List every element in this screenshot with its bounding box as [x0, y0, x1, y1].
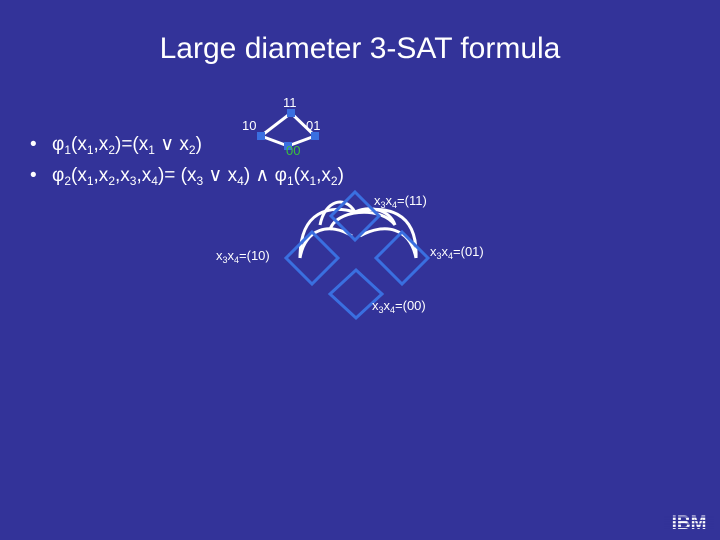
- formula-subscript: 3: [196, 174, 204, 188]
- formula-text: ,x: [115, 165, 130, 186]
- formula-text: )=(x: [115, 134, 149, 155]
- formula-text: ,x: [316, 165, 331, 186]
- formula-subscript: 1: [86, 143, 94, 157]
- formula-subscript: 1: [309, 174, 317, 188]
- formula-text: φ: [52, 134, 65, 155]
- arc-edge: [318, 200, 357, 226]
- arc-edge: [298, 227, 353, 259]
- formula-text: (x: [71, 134, 87, 155]
- graph-edges: [260, 111, 418, 259]
- formula-subscript: 1: [148, 143, 155, 157]
- formula-text: ): [195, 134, 202, 155]
- formula-text: ): [337, 165, 344, 186]
- formula-text: (x: [293, 165, 310, 186]
- formula-subscript: 1: [64, 143, 72, 157]
- slide-title: Large diameter 3-SAT formula: [159, 32, 561, 65]
- formula-subscript: 1: [286, 174, 294, 188]
- node: [284, 142, 292, 150]
- formula-subscript: 2: [188, 143, 196, 157]
- formula-text: ,x: [136, 165, 152, 186]
- formula-subscript: 4: [151, 174, 158, 188]
- label-00: 00: [286, 143, 301, 158]
- diamond-right: [373, 229, 431, 287]
- formula-text: φ: [52, 165, 65, 186]
- formula-subscript: 2: [330, 174, 338, 188]
- formula-phi2: φ2(x1,x2,x3,x4)= (x3 ∨ x4) ∧ φ1(x1,x2): [30, 163, 344, 194]
- edge: [287, 134, 316, 148]
- formula-text: ∨ x: [154, 134, 189, 155]
- formula-subscript: 2: [108, 143, 115, 157]
- edge: [260, 111, 292, 138]
- diamond-bottom: [327, 267, 385, 321]
- formula-phi1: φ1(x1,x2)=(x1 ∨ x2): [30, 132, 344, 163]
- diamond-top: [328, 189, 382, 243]
- formula-text: (x: [71, 165, 87, 186]
- label-x3x4-01: x3x4=(01): [430, 244, 484, 261]
- label-11: 11: [283, 95, 297, 110]
- arc-edge: [354, 207, 397, 226]
- formula-text: ,x: [93, 134, 109, 155]
- formula-text: ,x: [93, 165, 109, 186]
- diamond-left: [283, 229, 341, 287]
- formula-text: ∨ x: [203, 165, 238, 186]
- formula-text: ) ∧ φ: [243, 165, 287, 186]
- label-x3x4-10: x3x4=(10): [216, 248, 270, 265]
- formula-subscript: 2: [64, 174, 72, 188]
- ibm-logo-text: IBM: [672, 513, 707, 532]
- node: [311, 132, 319, 140]
- edge: [260, 134, 289, 148]
- formula-text: )= (x: [157, 165, 197, 186]
- formula-subscript: 3: [129, 174, 137, 188]
- label-x3x4-00: x3x4=(00): [372, 298, 426, 315]
- node: [257, 132, 265, 140]
- label-x3x4-11: x3x4=(11): [374, 193, 427, 210]
- formula-subscript: 2: [108, 174, 115, 188]
- graph-nodes: [257, 109, 319, 150]
- label-01: 01: [306, 118, 321, 133]
- formula-list: φ1(x1,x2)=(x1 ∨ x2) φ2(x1,x2,x3,x4)= (x3…: [30, 132, 344, 194]
- ibm-logo: IBM: [664, 513, 714, 532]
- label-10: 10: [242, 118, 257, 133]
- arc-edge: [359, 227, 418, 259]
- node: [287, 109, 295, 117]
- graph-blue-diamonds: [283, 189, 431, 321]
- formula-subscript: 1: [86, 174, 94, 188]
- formula-subscript: 4: [237, 174, 244, 188]
